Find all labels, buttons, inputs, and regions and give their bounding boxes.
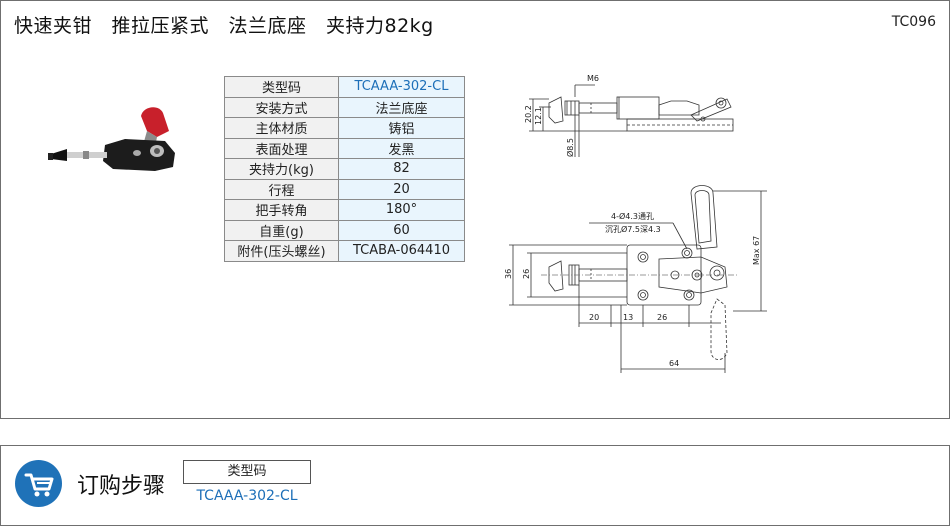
dim-13: 13 <box>623 313 633 322</box>
dim-dia: Ø8.5 <box>565 138 575 157</box>
table-row: 附件(压头螺丝)TCABA-064410 <box>224 240 465 262</box>
dim-26-vertical: 26 <box>522 269 531 279</box>
product-photo <box>48 107 175 171</box>
hole-note-1: 4-Ø4.3通孔 <box>611 211 654 221</box>
order-panel: 订购步骤 类型码 TCAAA-302-CL <box>0 445 950 526</box>
technical-drawing: M6 20.2 12.1 Ø8.5 <box>504 74 767 373</box>
hole-note-2: 沉孔Ø7.5深4.3 <box>605 224 661 234</box>
dim-36: 36 <box>504 269 513 279</box>
dim-26-horizontal: 26 <box>657 313 667 322</box>
table-row: 安装方式法兰底座 <box>224 96 465 118</box>
dim-20: 20 <box>589 313 599 322</box>
table-row: 表面处理发黑 <box>224 137 465 159</box>
table-row: 自重(g)60 <box>224 219 465 241</box>
dim-h1: 20.2 <box>524 105 533 123</box>
order-type-code-value[interactable]: TCAAA-302-CL <box>196 488 298 504</box>
table-row: 主体材质铸铝 <box>224 117 465 139</box>
order-type-code-header: 类型码 <box>183 460 311 484</box>
product-code: TC096 <box>891 14 936 30</box>
front-view <box>509 185 767 373</box>
dim-h2: 12.1 <box>534 107 543 125</box>
dim-max67: Max 67 <box>752 236 761 265</box>
table-row: 夹持力(kg)82 <box>224 158 465 180</box>
page-title: 快速夹钳 推拉压紧式 法兰底座 夹持力82kg <box>14 15 434 37</box>
side-view <box>529 84 734 157</box>
type-code-value[interactable]: TCAAA-302-CL <box>338 76 465 98</box>
dim-thread: M6 <box>587 74 599 83</box>
dim-64: 64 <box>669 359 679 368</box>
cart-icon <box>15 460 62 507</box>
order-steps-title: 订购步骤 <box>77 474 166 499</box>
